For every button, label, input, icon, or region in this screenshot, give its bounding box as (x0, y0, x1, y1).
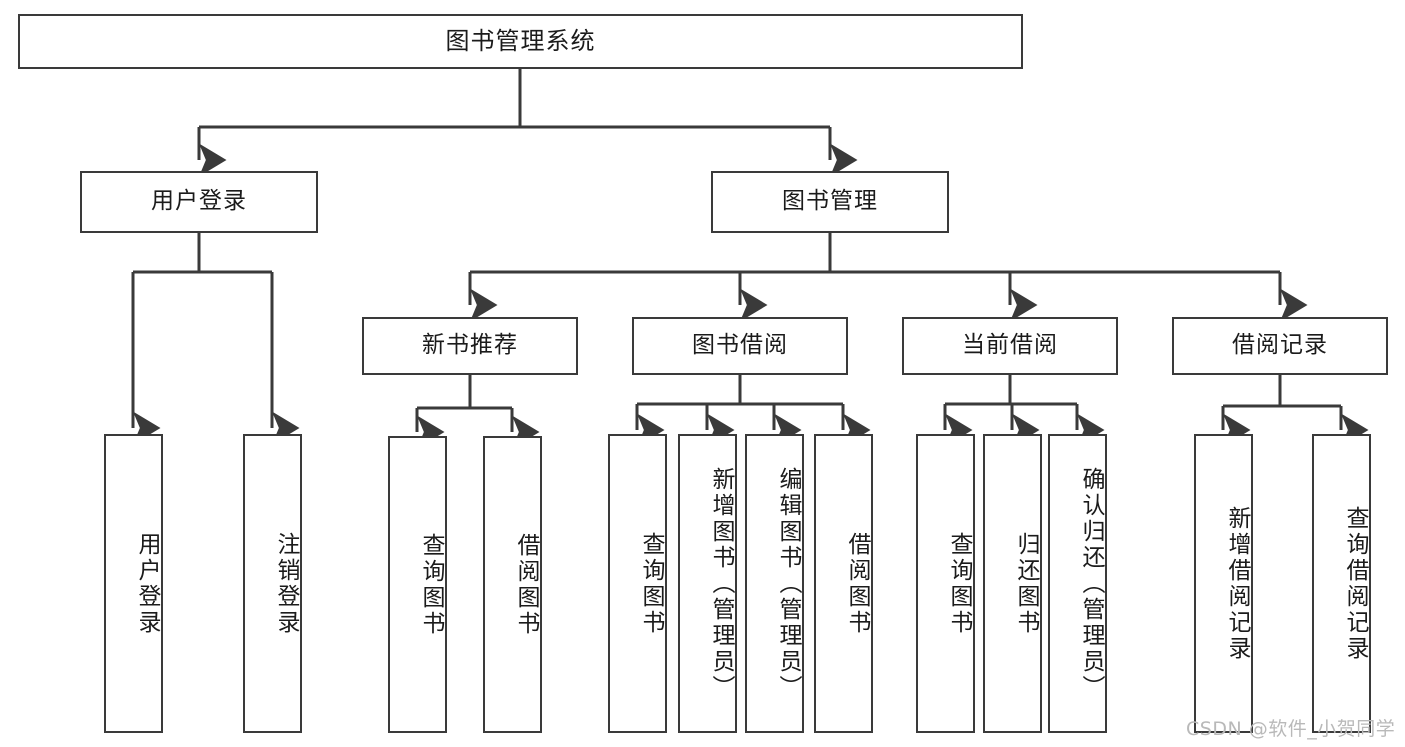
leaf-book-borrow-add-book-admin[interactable]: 新增图书（管理员） (678, 434, 737, 733)
node-label: 查询图书 (946, 531, 972, 636)
node-label: 图书管理系统 (445, 27, 596, 56)
node-label: 编辑图书（管理员） (775, 466, 801, 701)
node-label: 新增图书（管理员） (708, 466, 734, 701)
node-label: 当前借阅 (962, 332, 1058, 359)
leaf-user-login-login[interactable]: 用户登录 (104, 434, 163, 733)
node-label: 归还图书 (1013, 531, 1039, 636)
watermark-text: CSDN @软件_小贺同学 (1186, 718, 1396, 740)
node-label: 借阅图书 (844, 531, 870, 636)
leaf-new-book-query-book[interactable]: 查询图书 (388, 436, 447, 733)
node-user-login[interactable]: 用户登录 (80, 171, 318, 233)
node-label: 图书管理 (782, 188, 878, 215)
leaf-book-borrow-edit-book-admin[interactable]: 编辑图书（管理员） (745, 434, 804, 733)
node-new-book-recommend[interactable]: 新书推荐 (362, 317, 578, 375)
node-label: 新书推荐 (422, 332, 518, 359)
node-label: 新增借阅记录 (1224, 505, 1250, 662)
leaf-current-borrow-confirm-return-admin[interactable]: 确认归还（管理员） (1048, 434, 1107, 733)
node-label: 查询图书 (638, 531, 664, 636)
node-borrow-record[interactable]: 借阅记录 (1172, 317, 1388, 375)
node-label: 图书借阅 (692, 332, 788, 359)
node-root-book-management-system[interactable]: 图书管理系统 (18, 14, 1023, 69)
leaf-current-borrow-query-book[interactable]: 查询图书 (916, 434, 975, 733)
node-label: 确认归还（管理员） (1078, 466, 1104, 701)
node-book-management[interactable]: 图书管理 (711, 171, 949, 233)
node-label: 借阅图书 (513, 532, 539, 637)
node-label: 用户登录 (151, 188, 247, 215)
node-label: 查询借阅记录 (1342, 505, 1368, 662)
node-book-borrow[interactable]: 图书借阅 (632, 317, 848, 375)
leaf-current-borrow-return-book[interactable]: 归还图书 (983, 434, 1042, 733)
leaf-book-borrow-borrow-book[interactable]: 借阅图书 (814, 434, 873, 733)
leaf-book-borrow-query-book[interactable]: 查询图书 (608, 434, 667, 733)
node-label: 查询图书 (418, 532, 444, 637)
node-label: 借阅记录 (1232, 332, 1328, 359)
leaf-borrow-record-add-record[interactable]: 新增借阅记录 (1194, 434, 1253, 733)
node-current-borrow[interactable]: 当前借阅 (902, 317, 1118, 375)
node-label: 注销登录 (273, 531, 299, 636)
node-label: 用户登录 (134, 531, 160, 636)
leaf-new-book-borrow-book[interactable]: 借阅图书 (483, 436, 542, 733)
leaf-user-login-logout[interactable]: 注销登录 (243, 434, 302, 733)
leaf-borrow-record-query-record[interactable]: 查询借阅记录 (1312, 434, 1371, 733)
